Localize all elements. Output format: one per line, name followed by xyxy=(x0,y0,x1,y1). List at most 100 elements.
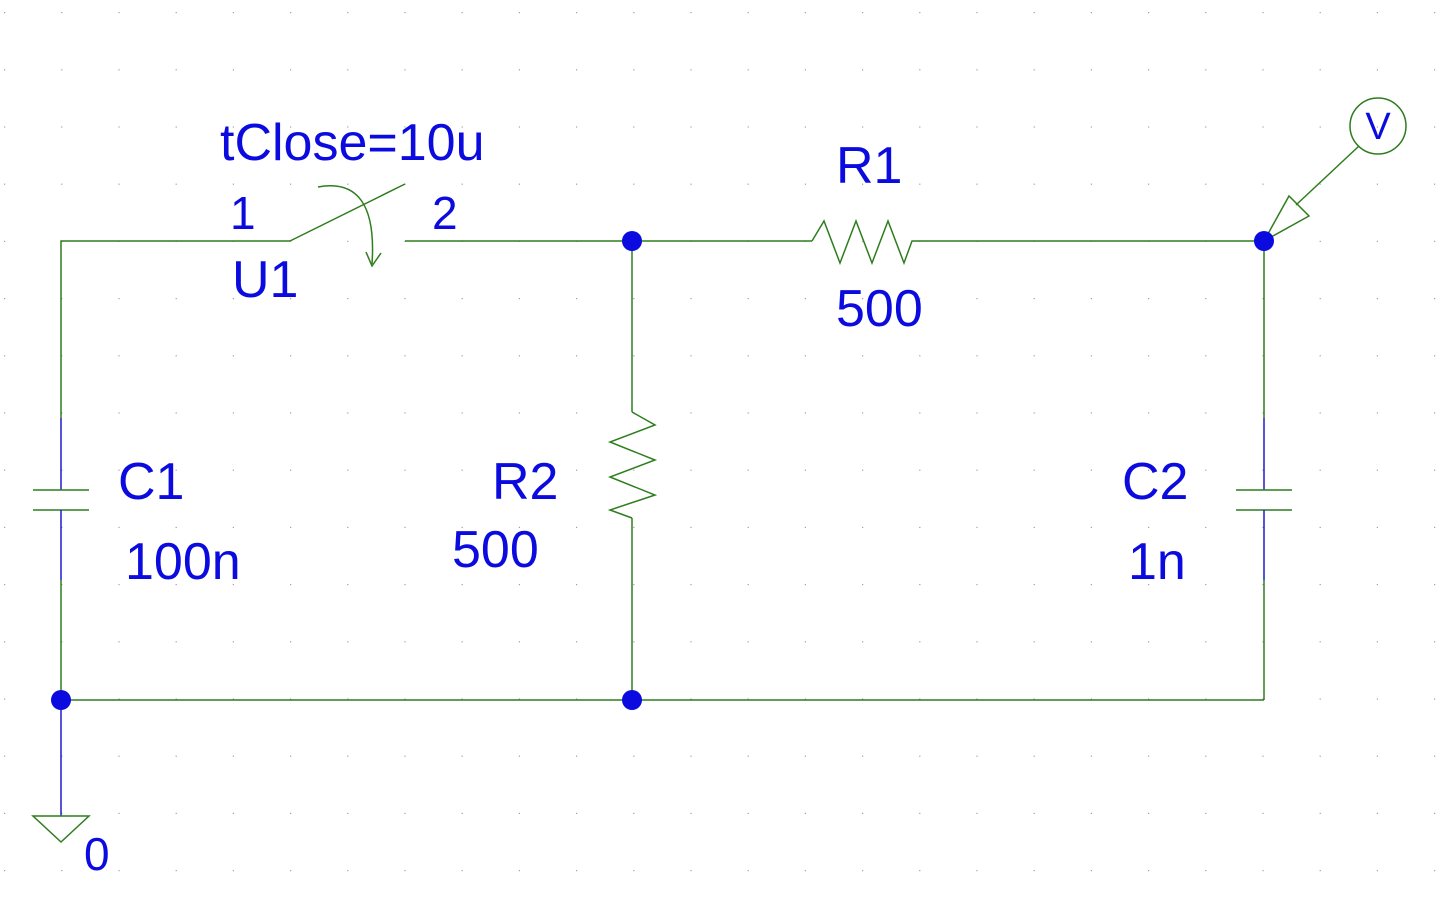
grid-dot xyxy=(61,12,63,14)
grid-dot xyxy=(232,355,234,357)
grid-dot xyxy=(1090,355,1092,357)
grid-dot xyxy=(633,298,635,300)
capacitor-c1[interactable] xyxy=(33,418,89,580)
c2-ref-label[interactable]: C2 xyxy=(1122,453,1188,511)
grid-dot xyxy=(1033,812,1035,814)
resistor-r1[interactable] xyxy=(811,218,918,266)
grid-dot xyxy=(518,298,520,300)
grid-dot xyxy=(461,641,463,643)
grid-dot xyxy=(976,183,978,185)
grid-dot xyxy=(1319,584,1321,586)
grid-dot xyxy=(290,412,292,414)
grid-dot xyxy=(118,12,120,14)
grid-dot xyxy=(976,355,978,357)
grid-dot xyxy=(175,355,177,357)
junction-dot xyxy=(51,690,71,710)
grid-dot xyxy=(232,12,234,14)
grid-dot xyxy=(4,126,6,128)
wire-r1-to-c2[interactable] xyxy=(976,240,1265,418)
grid-dot xyxy=(290,526,292,528)
grid-dot xyxy=(1376,183,1378,185)
grid-dot xyxy=(804,584,806,586)
resistor-r2[interactable] xyxy=(607,411,658,519)
grid-dot xyxy=(290,183,292,185)
capacitor-c2[interactable] xyxy=(1236,418,1292,580)
grid-dot xyxy=(118,641,120,643)
grid-dot xyxy=(461,183,463,185)
grid-dot xyxy=(690,641,692,643)
grid-dot xyxy=(290,755,292,757)
grid-dot xyxy=(633,755,635,757)
grid-dot xyxy=(290,698,292,700)
grid-dot xyxy=(690,298,692,300)
r2-value-label[interactable]: 500 xyxy=(452,521,539,579)
grid-dot xyxy=(404,69,406,71)
grid-dot xyxy=(4,298,6,300)
grid-dot xyxy=(1376,69,1378,71)
grid-dot xyxy=(576,469,578,471)
grid-dot xyxy=(976,641,978,643)
grid-dot xyxy=(232,641,234,643)
switch-ref-label[interactable]: U1 xyxy=(232,251,298,309)
grid-dot xyxy=(1148,69,1150,71)
grid-dot xyxy=(347,240,349,242)
grid-dot xyxy=(4,641,6,643)
switch-u1[interactable] xyxy=(289,183,406,268)
grid-dot xyxy=(747,183,749,185)
grid-dot xyxy=(175,469,177,471)
grid-dot xyxy=(690,812,692,814)
grid-dot xyxy=(61,469,63,471)
grid-dot xyxy=(61,526,63,528)
grid-dot xyxy=(118,755,120,757)
grid-dot xyxy=(1319,355,1321,357)
grid-dot xyxy=(804,12,806,14)
grid-dot xyxy=(1262,812,1264,814)
c1-ref-label[interactable]: C1 xyxy=(118,453,184,511)
grid-dot xyxy=(1090,641,1092,643)
grid-dot xyxy=(576,526,578,528)
c2-value-label[interactable]: 1n xyxy=(1128,533,1186,591)
grid-dot xyxy=(1434,698,1436,700)
grid-dot xyxy=(1376,755,1378,757)
grid-dot xyxy=(1205,298,1207,300)
grid-dot xyxy=(976,126,978,128)
grid-dot xyxy=(804,641,806,643)
ground-symbol[interactable] xyxy=(31,700,91,844)
grid-dot xyxy=(804,183,806,185)
grid-dot xyxy=(1205,183,1207,185)
grid-dot xyxy=(61,412,63,414)
grid-dot xyxy=(118,412,120,414)
grid-dot xyxy=(232,584,234,586)
grid-dot xyxy=(518,698,520,700)
c1-value-label[interactable]: 100n xyxy=(125,533,241,591)
grid-dot xyxy=(1376,355,1378,357)
switch-param-label[interactable]: tClose=10u xyxy=(220,114,485,172)
grid-dot xyxy=(862,584,864,586)
grid-dot xyxy=(404,355,406,357)
grid-dot xyxy=(804,870,806,872)
grid-dot xyxy=(61,584,63,586)
grid-dot xyxy=(518,69,520,71)
grid-dot xyxy=(1319,412,1321,414)
grid-dot xyxy=(461,812,463,814)
grid-dot xyxy=(1090,698,1092,700)
r2-ref-label[interactable]: R2 xyxy=(492,453,558,511)
grid-dot xyxy=(1434,412,1436,414)
grid-dot xyxy=(690,126,692,128)
switch-blade xyxy=(289,183,406,242)
wire-switch-to-c1[interactable] xyxy=(60,240,290,418)
ground-label[interactable]: 0 xyxy=(84,828,110,880)
grid-dot xyxy=(175,812,177,814)
grid-dot xyxy=(4,412,6,414)
voltage-probe[interactable] xyxy=(1262,97,1407,243)
grid-dot xyxy=(518,870,520,872)
r1-value-label[interactable]: 500 xyxy=(836,280,923,338)
grid-dot xyxy=(118,870,120,872)
switch-pin1-label: 1 xyxy=(230,187,256,239)
grid-dot xyxy=(518,812,520,814)
grid-dot xyxy=(404,526,406,528)
grid-dot xyxy=(919,641,921,643)
grid-dot xyxy=(1376,526,1378,528)
r1-ref-label[interactable]: R1 xyxy=(836,137,902,195)
